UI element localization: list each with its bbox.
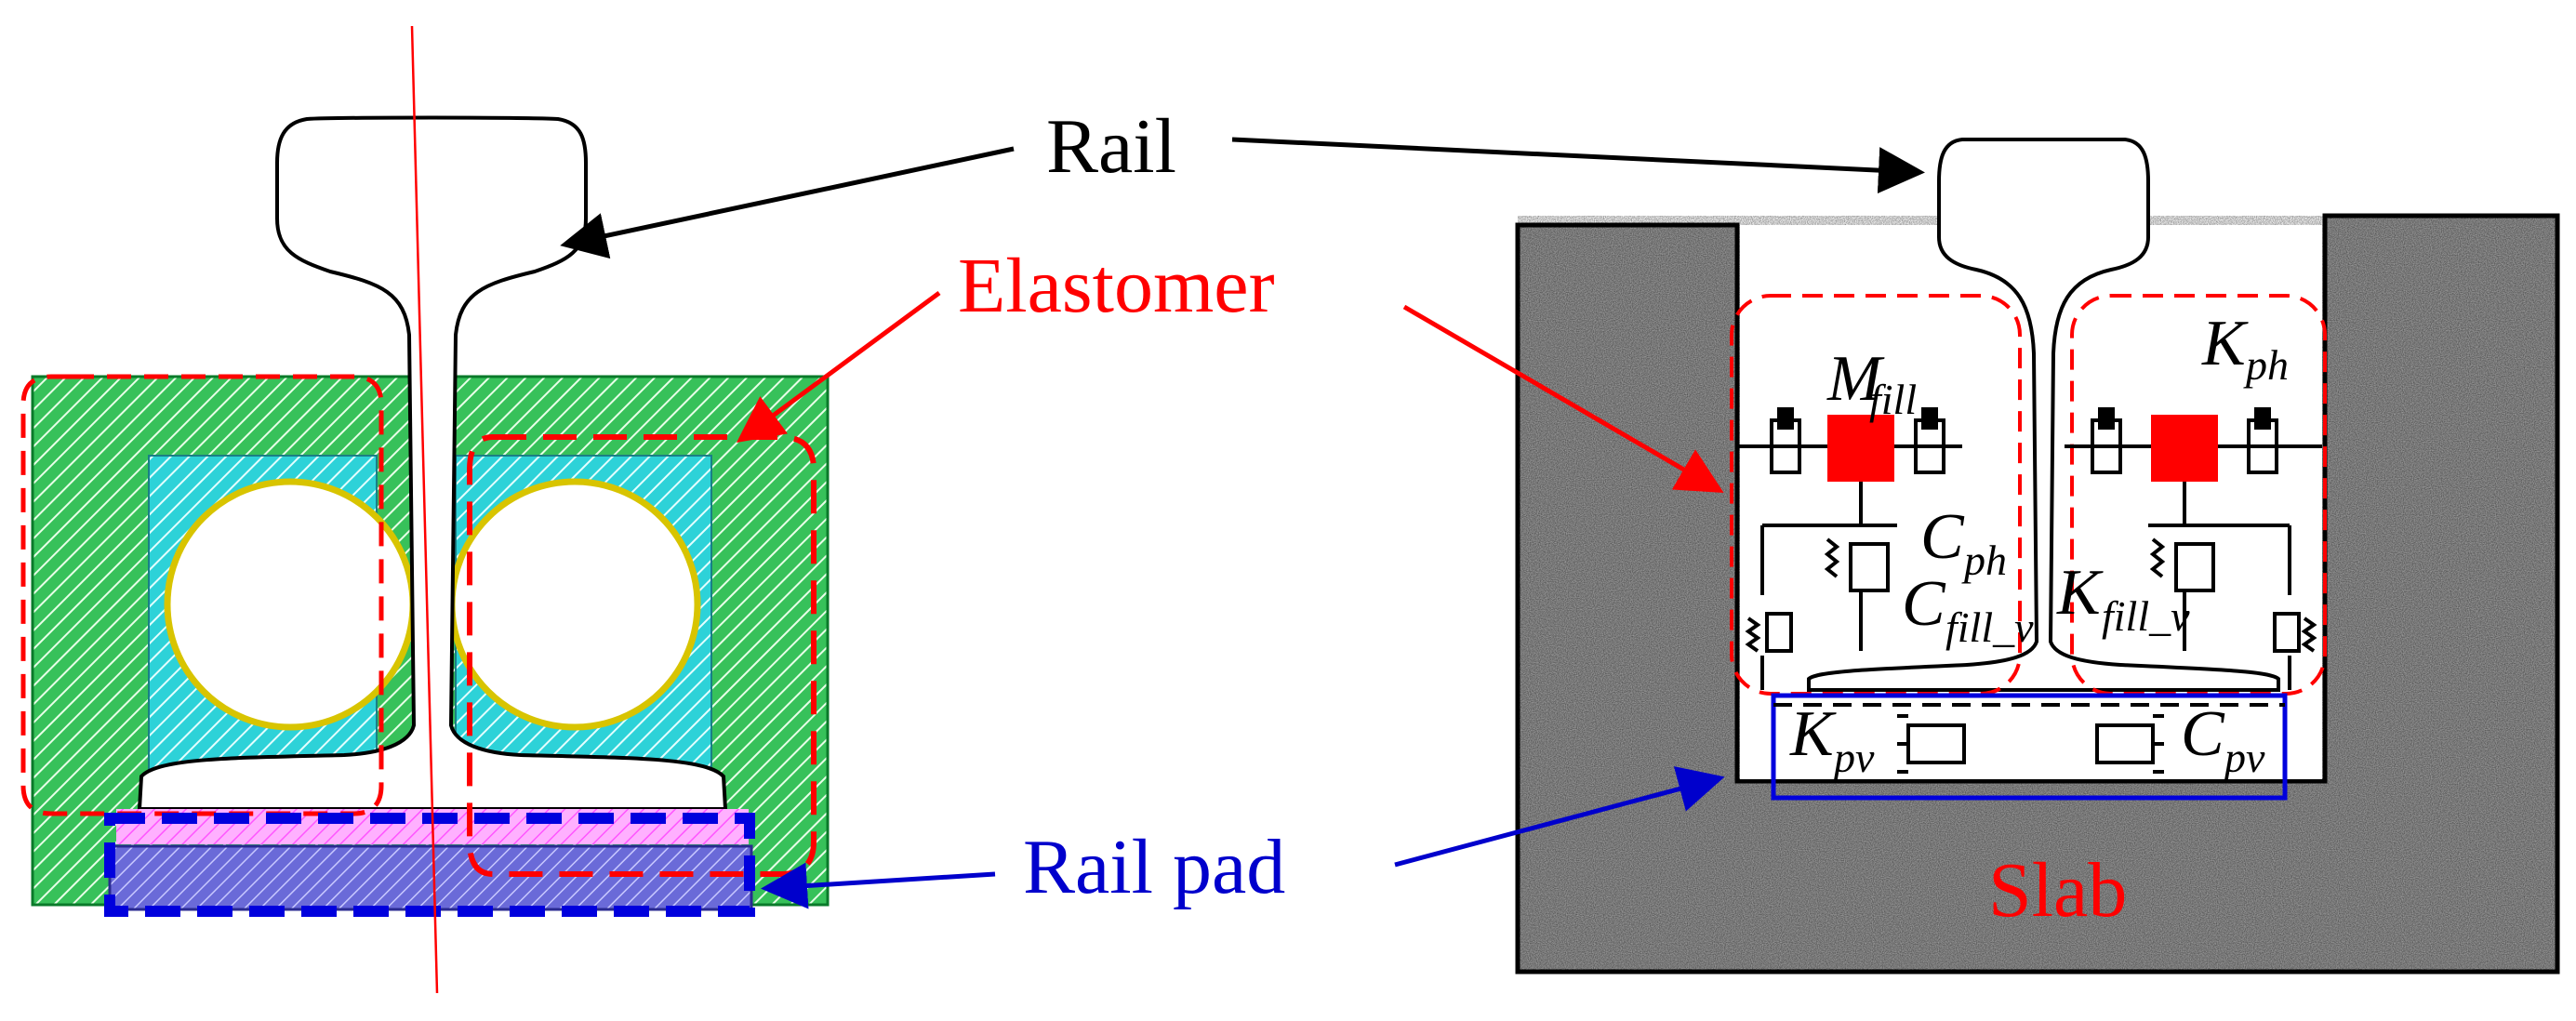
svg-text:ph: ph [2243,341,2289,389]
svg-text:pv: pv [1831,734,1875,781]
arrow-rail-pad-right [1394,766,1725,868]
pad-spring-dampers [1897,714,2164,774]
elastomer-box-left [1730,294,2022,696]
label-rail-pad: Rail pad [1023,824,1285,910]
symbol-k-fill-v: K fill_v [2056,557,2190,640]
svg-text:C: C [1920,501,1965,573]
center-axis [410,25,439,994]
mass-block-right [2151,415,2218,482]
arrow-rail-right [1231,137,1925,194]
spring-damper-v-inner [1823,524,2223,651]
elastomer-outline-left [20,374,384,816]
mass-block-left [1827,415,1894,482]
rail-pad-box [1771,693,2288,801]
label-elastomer-group: Elastomer [736,243,1724,494]
hole-left [164,478,417,731]
svg-text:fill_v: fill_v [2102,592,2190,640]
svg-text:K: K [2201,308,2249,379]
svg-text:fill: fill [1869,376,1917,423]
symbol-m-fill: M fill [1826,343,1917,423]
label-elastomer: Elastomer [958,243,1275,329]
rail-pad-outline [104,813,755,917]
right-mechanical-model: M fill K ph C ph C fill_v K fill_v K pv … [1515,138,2560,975]
right-rail-profile [1807,138,2280,692]
svg-text:pv: pv [2222,734,2265,781]
label-rail-group: Rail [560,103,1925,259]
label-rail-pad-group: Rail pad [761,766,1725,910]
symbol-c-pv: C pv [2181,698,2265,781]
label-slab: Slab [1988,847,2127,934]
svg-text:C: C [1902,568,1946,640]
left-rail-profile [137,115,728,811]
svg-text:M: M [1826,343,1885,415]
symbol-k-ph: K ph [2201,308,2289,389]
arrow-rail-pad-left [761,862,996,909]
spring-damper-h-1 [1770,407,2278,474]
svg-text:ph: ph [1961,537,2007,584]
symbol-k-pv: K pv [1789,698,1875,781]
svg-text:K: K [1789,698,1837,770]
arrow-elastomer-right [1402,304,1724,494]
hole-right [448,478,701,731]
symbol-c-ph: C ph [1920,501,2007,584]
svg-text:K: K [2056,557,2104,629]
arrow-rail-left [560,146,1015,259]
arrow-elastomer-left [736,290,941,443]
svg-text:C: C [2181,698,2225,770]
purple-baseplate [108,844,753,911]
symbol-c-fill-v: C fill_v [1902,568,2034,651]
left-cross-section [20,25,830,994]
spring-damper-v-side [1745,524,2317,690]
svg-text:fill_v: fill_v [1945,603,2034,651]
label-rail: Rail [1046,103,1176,190]
